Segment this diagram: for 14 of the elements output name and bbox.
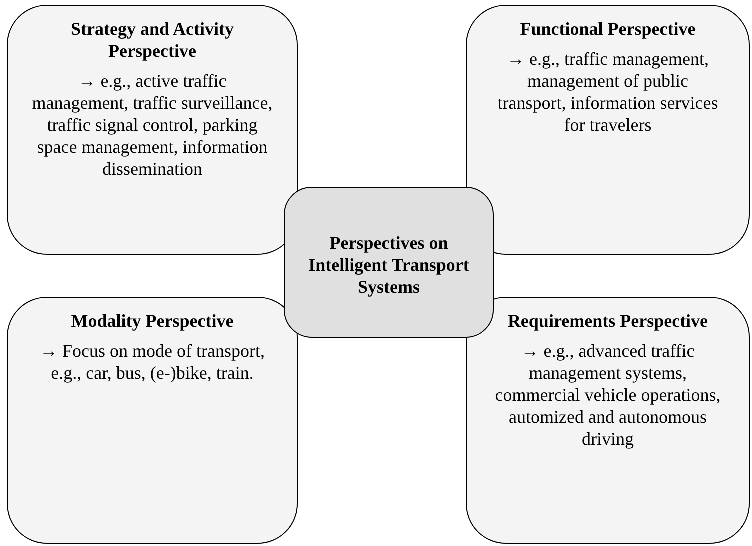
box-heading: Modality Perspective	[71, 310, 234, 332]
box-description: → e.g., active traffic management, traffic surveillance, traffic signal control, parking space management, information dissemination	[31, 70, 274, 180]
box-heading: Requirements Perspective	[508, 310, 708, 332]
perspective-box	[7, 5, 298, 255]
box-heading: Strategy and Activity Perspective	[70, 18, 235, 62]
central-topic-box	[284, 187, 494, 338]
box-heading: Functional Perspective	[520, 18, 696, 40]
perspective-box	[466, 5, 750, 255]
box-heading: Perspectives on Intelligent Transport Systems	[308, 232, 470, 298]
perspective-box	[466, 297, 750, 544]
perspective-box	[7, 297, 298, 544]
box-description: → e.g., traffic management, management of public transport, information services for travelers	[496, 48, 720, 136]
box-description: → Focus on mode of transport, e.g., car, bus, (e-)bike, train.	[39, 340, 266, 384]
box-description: → e.g., advanced traffic management systems, commercial vehicle operations, automized and autonomous driving	[494, 340, 722, 450]
